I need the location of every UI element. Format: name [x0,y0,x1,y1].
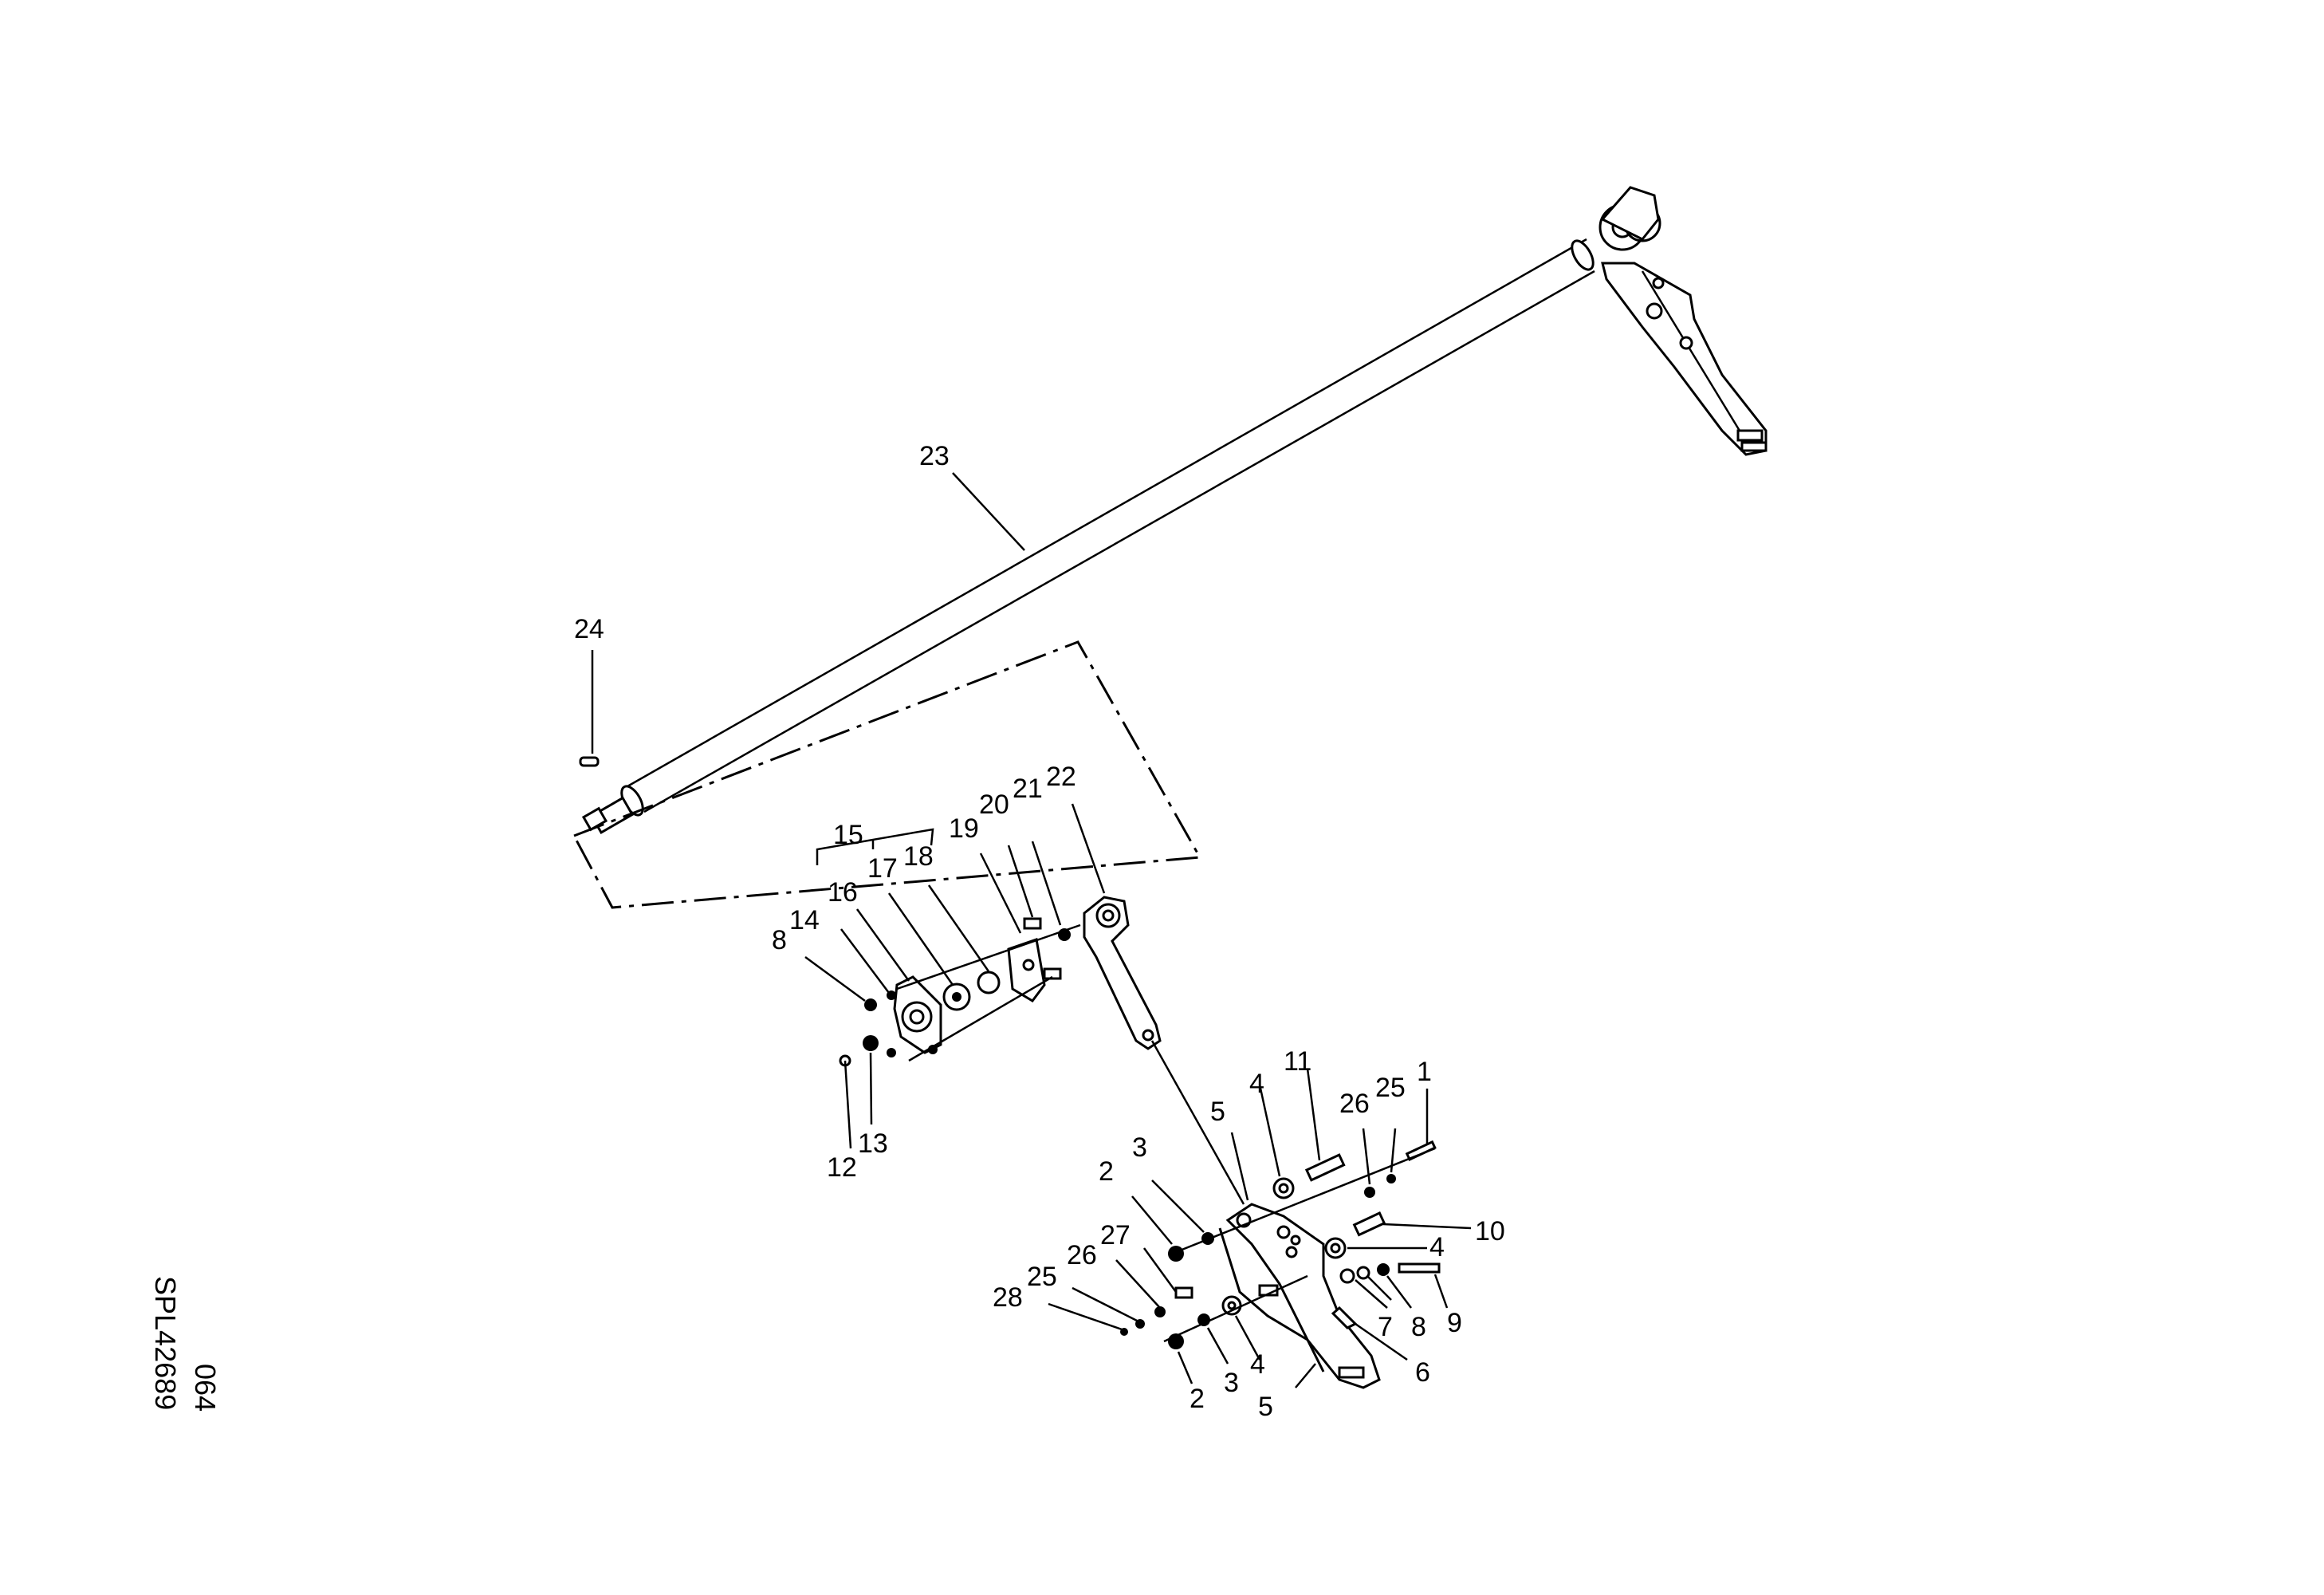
shaft-23[interactable] [581,238,1598,834]
leader-lines [591,472,1472,1388]
label-1: 1 [1417,1057,1432,1087]
label-3-bottom: 3 [1224,1368,1239,1398]
label-5-top: 5 [1210,1097,1225,1127]
label-6: 6 [1415,1357,1430,1388]
label-9: 9 [1447,1308,1462,1338]
label-5-bottom: 5 [1258,1392,1273,1422]
label-26-right: 26 [1339,1089,1370,1119]
label-28: 28 [993,1282,1023,1313]
label-25-right: 25 [1375,1073,1406,1103]
label-4-right: 4 [1429,1232,1445,1262]
callout-labels: 24 23 22 21 20 19 18 17 16 15 14 8 12 13… [574,441,1505,1422]
label-14: 14 [789,905,820,935]
bearing-assembly[interactable] [839,917,1081,1067]
label-2-top: 2 [1099,1156,1114,1187]
label-22: 22 [1046,762,1076,792]
label-27: 27 [1100,1220,1131,1250]
label-11: 11 [1284,1046,1311,1077]
label-12: 12 [827,1152,857,1183]
label-18: 18 [903,841,934,872]
label-15: 15 [833,820,863,850]
label-16: 16 [828,877,858,908]
drawing-code-line1: SPL42689 [149,1276,182,1410]
label-4-bottom: 4 [1250,1349,1265,1380]
assembly-boundary [572,640,1202,909]
label-2-bottom: 2 [1190,1384,1205,1414]
label-24: 24 [574,614,604,644]
label-7: 7 [1378,1312,1393,1342]
label-23: 23 [919,441,950,471]
label-20: 20 [979,790,1009,820]
label-17: 17 [867,853,898,884]
label-13: 13 [858,1128,888,1159]
label-3-top: 3 [1132,1132,1147,1163]
pin-24[interactable] [579,756,600,767]
lower-bracket-assembly[interactable] [1120,1140,1441,1389]
label-8-right: 8 [1411,1312,1426,1342]
label-4-top: 4 [1249,1069,1264,1099]
label-8-left: 8 [772,925,787,955]
drawing-reference-code: SPL42689 064 [149,1276,222,1412]
label-26-left: 26 [1067,1240,1097,1270]
label-19: 19 [949,813,979,844]
label-25-left: 25 [1027,1262,1057,1292]
label-10: 10 [1475,1216,1505,1246]
drawing-code-line2: 064 [189,1364,222,1412]
lever-arm-22[interactable] [1083,896,1245,1205]
shaft-end-bracket[interactable] [1598,186,1768,456]
label-21: 21 [1013,774,1043,804]
